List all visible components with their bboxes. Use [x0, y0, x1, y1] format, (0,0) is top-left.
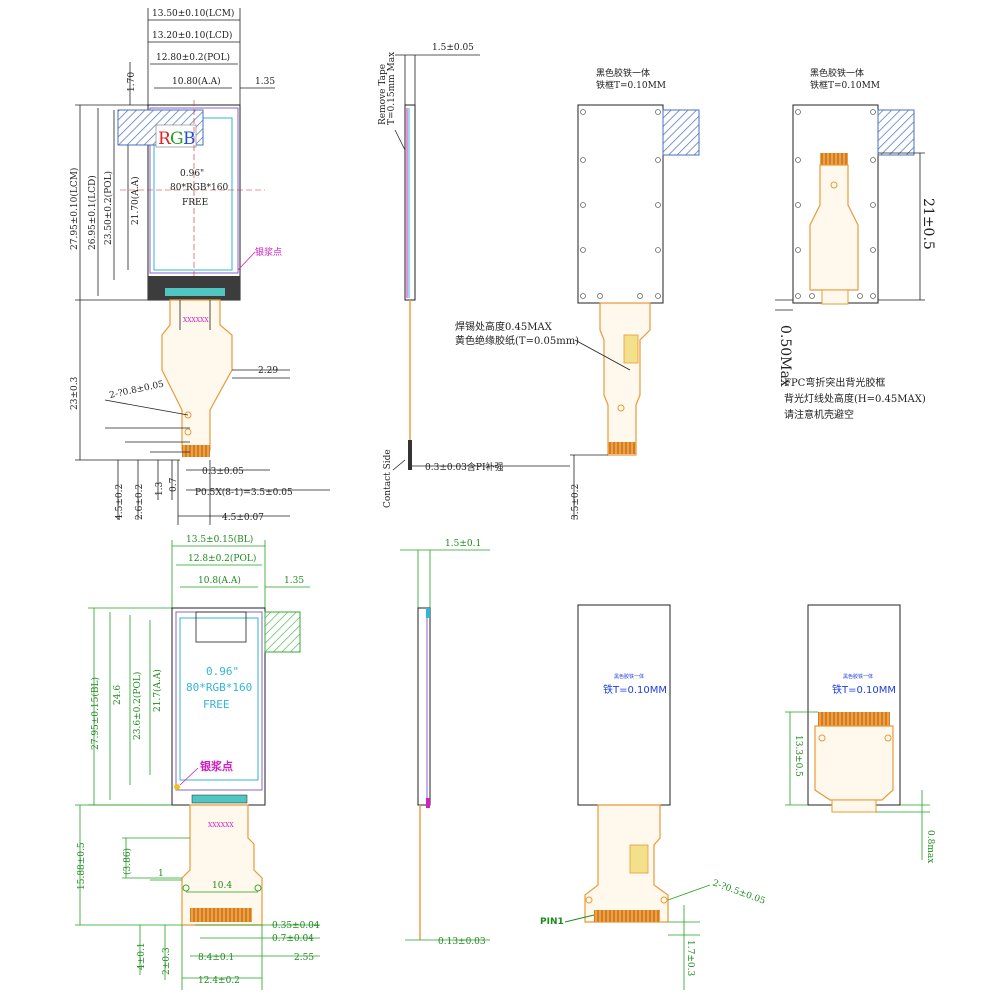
bdisplay-size: 0.96" [206, 665, 239, 678]
fpc-thickness: 0.3±0.03含PI补强 [425, 461, 504, 473]
bside-fpc-thickness: 0.13±0.03 [438, 937, 486, 947]
bdisplay-resolution: 80*RGB*160 [186, 681, 252, 694]
dim-pitch: P0.5X(8-1)=3.5±0.05 [195, 487, 293, 498]
rgb-logo-r: R [158, 129, 172, 149]
bdim-pol-width: 12.8±0.2(POL) [188, 553, 256, 564]
bdim-side: 2.55 [294, 953, 314, 963]
dim-lcm-width: 13.50±0.10(LCM) [152, 8, 234, 19]
fpc-pins [182, 445, 210, 457]
bdim-bl-height: 27.95±0.15(BL) [90, 677, 101, 750]
bdim-bl-width: 13.5±0.15(BL) [186, 534, 253, 545]
dim-holes: 2-?0.8±0.05 [109, 380, 166, 401]
bback1-holes: 2-?0.5±0.05 [711, 878, 767, 906]
dim-fpc-length: 23±0.3 [70, 376, 80, 410]
bsilver-paste-marker: 银浆点 [200, 759, 233, 773]
back1-note1: 焊锡处高度0.45MAX [455, 320, 553, 333]
rgb-logo-box [155, 124, 197, 148]
back2-dim: 21±0.5 [920, 198, 936, 250]
bdim-w104: 10.4 [212, 881, 232, 891]
dim-b2: 2.6±0.2 [135, 484, 145, 520]
dim-pol-height: 23.50±0.2(POL) [103, 171, 114, 245]
top-back-view-2: 黑色胶铁一体 铁框T=0.10MM 21±0.5 0.50Max FPC弯折突出… [775, 67, 936, 421]
bdim-one: 1 [158, 869, 164, 879]
bottom-side-view: 1.5±0.1 0.13±0.03 [400, 539, 490, 947]
silver-paste-marker: 银浆点 [255, 246, 282, 258]
dim-b3: 1.3 [155, 481, 165, 496]
bdim-b2: 2±0.3 [162, 947, 172, 975]
bottom-back-view-1: 黑色胶铁一体 铁T=0.10MM PIN1 2-?0.5±0.05 1.7±0.… [540, 604, 767, 990]
rgb-logo-b: B [183, 129, 196, 149]
bback2-dim2: 0.8max [925, 830, 935, 863]
top-back-view-1: 黑色胶铁一体 铁框T=0.10MM 焊锡处高度0.45MAX 黄色绝缘胶纸(T=… [455, 67, 700, 520]
bdim-h24: 24.6 [113, 685, 123, 705]
back1-title1: 黑色胶铁一体 [596, 67, 650, 79]
dim-b4: 0.7 [169, 477, 179, 492]
back1-note2: 黄色绝缘胶纸(T=0.05mm) [455, 334, 579, 347]
back1-title2: 铁框T=0.10MM [596, 79, 666, 91]
dim-lcd-height: 26.95±0.1(LCD) [87, 175, 98, 250]
top-side-view: 1.5±0.05 Remove Tape T=0.15mm Max 0.3±0.… [378, 43, 570, 508]
bottom-back-view-2: 黑色胶铁一体 铁T=0.10MM 13.3±0.5 0.8max [785, 604, 935, 863]
dim-lcd-width: 13.20±0.10(LCD) [152, 30, 232, 41]
back2-note1: FPC弯折突出背光胶框 [784, 376, 885, 389]
dim-fpc-width: 4.5±0.07 [222, 513, 264, 523]
bdim-aa-height: 21.7(A.A) [152, 669, 163, 712]
bdim-fpc-mid: (3.86) [122, 848, 133, 875]
dim-aa-width: 10.80(A.A) [172, 76, 221, 87]
bback2-title2: 铁T=0.10MM [832, 683, 896, 696]
back2-title1: 黑色胶铁一体 [810, 67, 864, 79]
dim-b1: 4.5±0.2 [115, 484, 125, 520]
bback1-title2: 铁T=0.10MM [603, 683, 667, 696]
bottom-front-view: 13.5±0.15(BL) 12.8±0.2(POL) 10.8(A.A) 1.… [75, 534, 320, 990]
driver-ic [165, 288, 225, 296]
dim-lcm-height: 27.95±0.10(LCM) [69, 168, 80, 250]
contact-side: Contact Side [383, 449, 393, 508]
back1-dim: 3.5±0.2 [571, 484, 581, 520]
dim-aa-height: 21.70(A.A) [130, 176, 141, 225]
dim-pin-width: 0.3±0.05 [202, 467, 244, 477]
dim-pol-width: 12.80±0.2(POL) [156, 52, 230, 63]
bside-thickness: 1.5±0.1 [445, 539, 481, 549]
bback1-title1: 黑色胶铁一体 [614, 673, 644, 680]
bfpc-code: XXXXXX [208, 822, 234, 829]
fpc-code: XXXXXX [183, 317, 209, 324]
back2-note3: 请注意机壳避空 [784, 408, 854, 421]
bback2-dim: 13.3±0.5 [793, 735, 803, 777]
bdim-b1: 4±0.1 [137, 942, 147, 970]
display-free: FREE [182, 198, 208, 208]
display-size: 0.96" [180, 169, 204, 179]
bdim-fpc-length: 15.88±0.5 [77, 842, 87, 890]
back2-dim2: 0.50Max [777, 325, 793, 387]
dim-fpc-offset: 2.29 [258, 366, 278, 376]
bback1-pin1: PIN1 [540, 917, 564, 927]
bback1-dim: 1.7±0.3 [685, 940, 695, 976]
bdim-fpc-width: 12.4±0.2 [198, 976, 240, 986]
top-front-view: 13.50±0.10(LCM) 13.20±0.10(LCD) 12.80±0.… [69, 8, 330, 525]
dim-right-offset: 1.35 [255, 77, 275, 87]
rgb-logo-g: G [170, 129, 184, 149]
back2-note2: 背光灯线处高度(H=0.45MAX) [784, 392, 926, 405]
bdisplay-free: FREE [203, 698, 230, 711]
bdim-aa-width: 10.8(A.A) [198, 575, 241, 586]
tape-thickness: T=0.15mm Max [387, 52, 397, 125]
bdim-pol-height: 23.6±0.2(POL) [132, 672, 143, 740]
back2-title2: 铁框T=0.10MM [810, 79, 880, 91]
bfpc [181, 804, 263, 926]
bdim-pin2: 0.7±0.04 [272, 934, 314, 944]
remove-tape: Remove Tape [378, 64, 388, 125]
bback2-title1: 黑色胶铁一体 [843, 673, 873, 680]
bdim-pin1: 0.35±0.04 [272, 921, 320, 931]
dim-top-offset: 1.70 [127, 72, 137, 92]
bdim-pitch: 8.4±0.1 [198, 953, 234, 963]
display-resolution: 80*RGB*160 [170, 183, 228, 193]
bdim-right-offset: 1.35 [284, 576, 304, 586]
back1-frame [577, 104, 664, 304]
dim-thickness: 1.5±0.05 [432, 43, 474, 53]
